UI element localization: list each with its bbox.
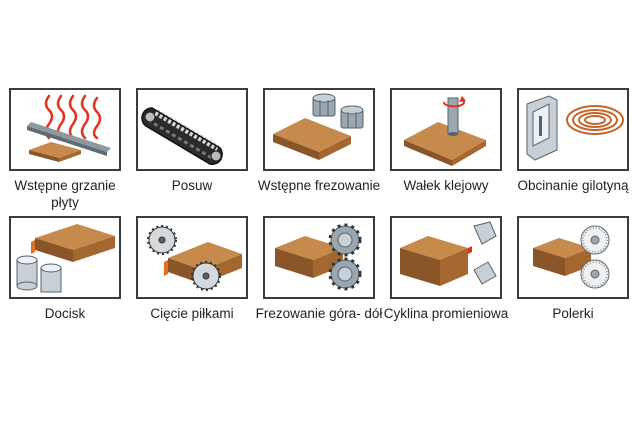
step-label: Cięcie piłkami [150,306,234,321]
tile-frame [517,88,629,171]
step-label: Docisk [44,306,86,321]
step-label: Wstępne grzanie płyty [14,178,116,210]
tile-frame [9,216,121,299]
glue-roller-icon [404,96,486,166]
tile-frame [9,88,121,171]
tile-frame [263,88,375,171]
step-label: Wstępne frezowanie [257,178,381,193]
step-label: Frezowanie góra- dół [255,306,383,321]
guillotine-cutting-icon [526,95,624,161]
step-label: Posuw [171,178,213,193]
tile-frame [136,88,248,171]
step-label: Obcinanie gilotyną [517,178,629,193]
feed-conveyor-icon [141,107,223,165]
saw-cutting-icon [147,225,242,291]
tile-frame [390,216,502,299]
tile-frame [136,216,248,299]
tile-frame [263,216,375,299]
step-label: Polerki [552,306,594,321]
premilling-icon [273,93,364,160]
step-label: Cyklina promieniowa [383,306,509,321]
polishing-icon [533,225,610,289]
radius-scraper-icon [400,221,497,286]
preheating-icon [27,94,111,162]
pressure-rollers-icon [16,224,115,293]
step-label: Wałek klejowy [403,178,489,193]
milling-top-bottom-icon [275,223,362,291]
tile-frame [517,216,629,299]
tile-frame [390,88,502,171]
